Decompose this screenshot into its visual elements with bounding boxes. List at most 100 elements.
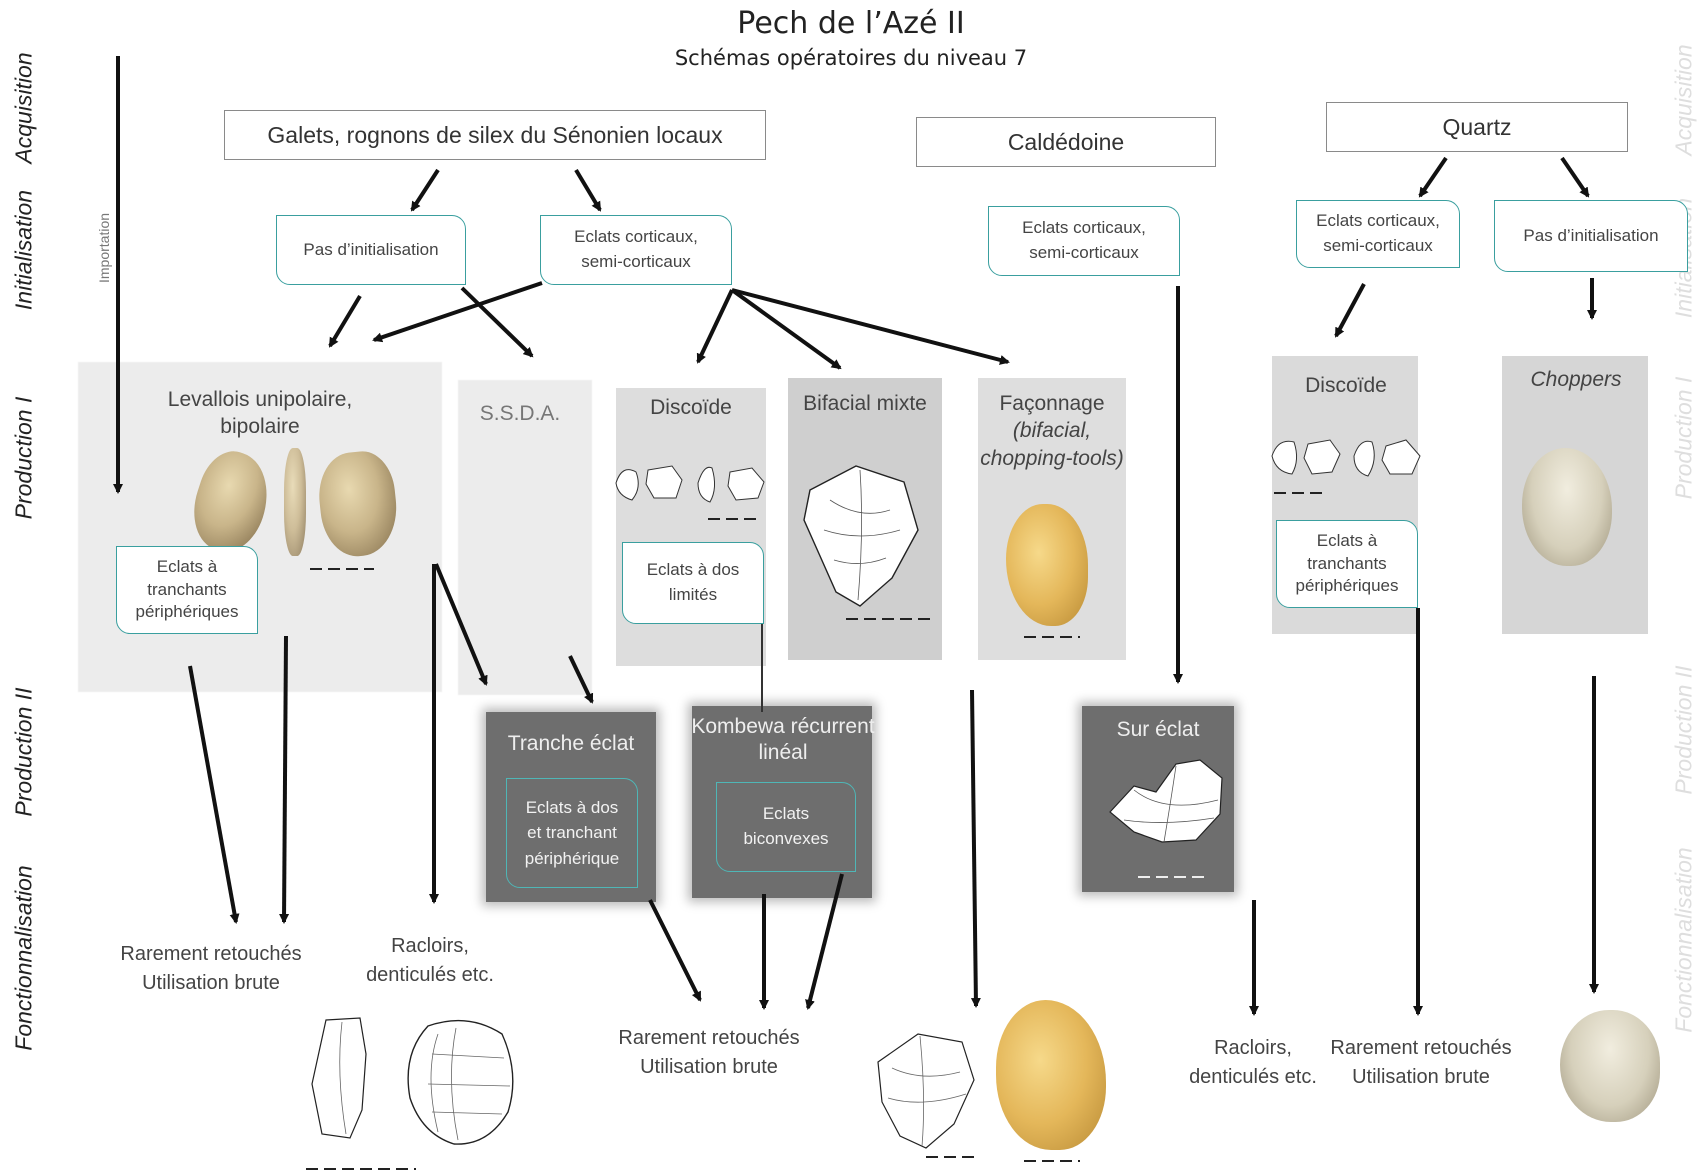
arrow-silex-to-eclats [574,168,602,212]
tag-levallois-eclats-tranchants: Eclats à tranchants périphériques [116,546,258,634]
ssda-title: S.S.D.A. [479,402,561,425]
tag-silex-pas-initialisation: Pas d’initialisation [276,215,466,285]
sur-eclat-title: Sur éclat [1116,718,1200,741]
source-quartz-box: Quartz [1326,102,1628,152]
output-line: denticulés etc. [1189,1066,1317,1088]
tag-discoide-eclats-dos: Eclats à dos limités [622,542,764,624]
discoide-title: Discoïde [650,396,732,419]
output-rarement-retouches-1: Rarement retouchés Utilisation brute [106,940,316,998]
arrow-eclats-to-faconnage [731,288,1010,365]
scale-bar [1024,636,1080,638]
chopper-final-image [1560,1010,1660,1122]
tag-line: tranchants [147,579,227,599]
arrow-pas-to-ssda [460,286,534,358]
tag-silex-eclats-corticaux: Eclats corticaux, semi-corticaux [540,215,732,285]
arrow-eclats-to-bifacial [730,288,842,370]
scale-bar [1024,1160,1080,1162]
arrow-faconnage-to-tools [970,689,981,1008]
page-title: Pech de l’Azé II [737,6,965,41]
arrow-tranche-to-rarement [648,899,702,1002]
bifacial-drawing [803,465,919,607]
tag-line: Eclats corticaux, [1022,218,1146,238]
arrow-quartz-eclats-to-discoide [1334,283,1366,338]
tag-quartz-pas-initialisation: Pas d’initialisation [1494,200,1688,272]
tag-line: Eclats à [156,556,218,576]
output-racloirs-2: Racloirs, denticulés etc. [1178,1034,1328,1092]
output-line: Racloirs, [391,935,469,957]
tag-line: semi-corticaux [1029,243,1139,262]
tag-line: semi-corticaux [1323,236,1433,255]
discoide-drawing [615,465,765,503]
scale-bar [1138,876,1206,878]
output-racloirs-1: Racloirs, denticulés etc. [350,932,510,990]
racloir-drawing [311,1017,367,1139]
title-line: chopping-tools) [980,446,1124,470]
tag-line: périphériques [1295,576,1399,596]
title-line: Kombewa récurrent [691,715,875,738]
arrow-eclats-to-levallois [372,281,543,343]
arrow-levallois-to-rarement-b [279,635,290,924]
output-rarement-retouches-2: Rarement retouchés Utilisation brute [604,1024,814,1082]
tag-calcedoine-eclats-corticaux: Eclats corticaux, semi-corticaux [988,206,1180,276]
arrow-levallois-to-rarement-a [188,665,240,924]
arrow-levallois-to-tranche [434,563,488,686]
tag-line: périphériques [135,602,239,622]
output-rarement-retouches-3: Rarement retouchés Utilisation brute [1316,1034,1526,1092]
scale-bar [846,618,934,620]
title-line: Levallois unipolaire, [167,388,353,411]
tag-tranche-eclats: Eclats à dos et tranchant périphérique [506,778,638,888]
quartz-discoide-title: Discoïde [1305,374,1387,397]
output-line: Rarement retouchés [120,943,302,965]
bifacial-title: Bifacial mixte [803,392,927,415]
faconnage-final-tool-image [996,1000,1106,1150]
choppers-title: Choppers [1530,368,1622,391]
title-line: bipolaire [220,415,300,439]
tag-line: périphérique [524,848,620,868]
arrow-quartz-to-pas [1560,156,1590,198]
tag-quartz-eclats-tranchants: Eclats à tranchants périphériques [1276,520,1418,608]
title-line: linéal [758,741,808,765]
tag-quartz-eclats-corticaux: Eclats corticaux, semi-corticaux [1296,200,1460,268]
page-subtitle: Schémas opératoires du niveau 7 [674,46,1028,70]
tag-line: Eclats à dos [525,797,619,817]
tranche-title: Tranche éclat [507,732,635,755]
scale-bar [310,568,374,570]
kombewa-title: Kombewa récurrent linéal [688,714,878,767]
chopper-image [1522,448,1612,566]
source-silex-box: Galets, rognons de silex du Sénonien loc… [224,110,766,160]
scale-bar [708,518,756,520]
scale-bar [1274,492,1326,494]
scale-bar [926,1156,976,1158]
source-calcedoine-box: Caldédoine [916,117,1216,167]
tag-line: limités [668,585,718,604]
output-line: Rarement retouchés [618,1027,800,1049]
bifacial-tool-drawing [877,1033,975,1149]
tag-line: semi-corticaux [581,252,691,271]
tag-line: et tranchant [527,823,617,843]
title-line: (bifacial, [1012,419,1092,443]
levallois-blade-image [284,448,306,556]
scale-bar [306,1168,416,1170]
tag-line: Eclats corticaux, [574,227,698,247]
ssda-panel [458,380,592,695]
output-line: denticulés etc. [366,964,494,986]
title-line: Façonnage [999,392,1105,415]
arrow-silex-to-pas [410,168,440,212]
tag-line: Eclats [762,804,810,824]
output-line: Rarement retouchés [1330,1037,1512,1059]
tag-line: Eclats à dos [646,560,740,580]
output-line: Utilisation brute [142,972,280,994]
output-line: Racloirs, [1214,1037,1292,1059]
denticule-drawing [407,1019,514,1145]
quartz-discoide-drawing [1271,439,1421,477]
arrow-pas-to-levallois [328,294,362,348]
tag-kombewa-eclats-biconvexes: Eclats biconvexes [716,782,856,872]
arrow-eclats-to-discoide [696,289,734,364]
output-line: Utilisation brute [640,1056,778,1078]
tag-line: biconvexes [743,829,829,848]
output-line: Utilisation brute [1352,1066,1490,1088]
tag-line: tranchants [1307,553,1387,573]
sur-eclat-drawing [1109,759,1223,843]
levallois-title: Levallois unipolaire, bipolaire [128,386,392,441]
